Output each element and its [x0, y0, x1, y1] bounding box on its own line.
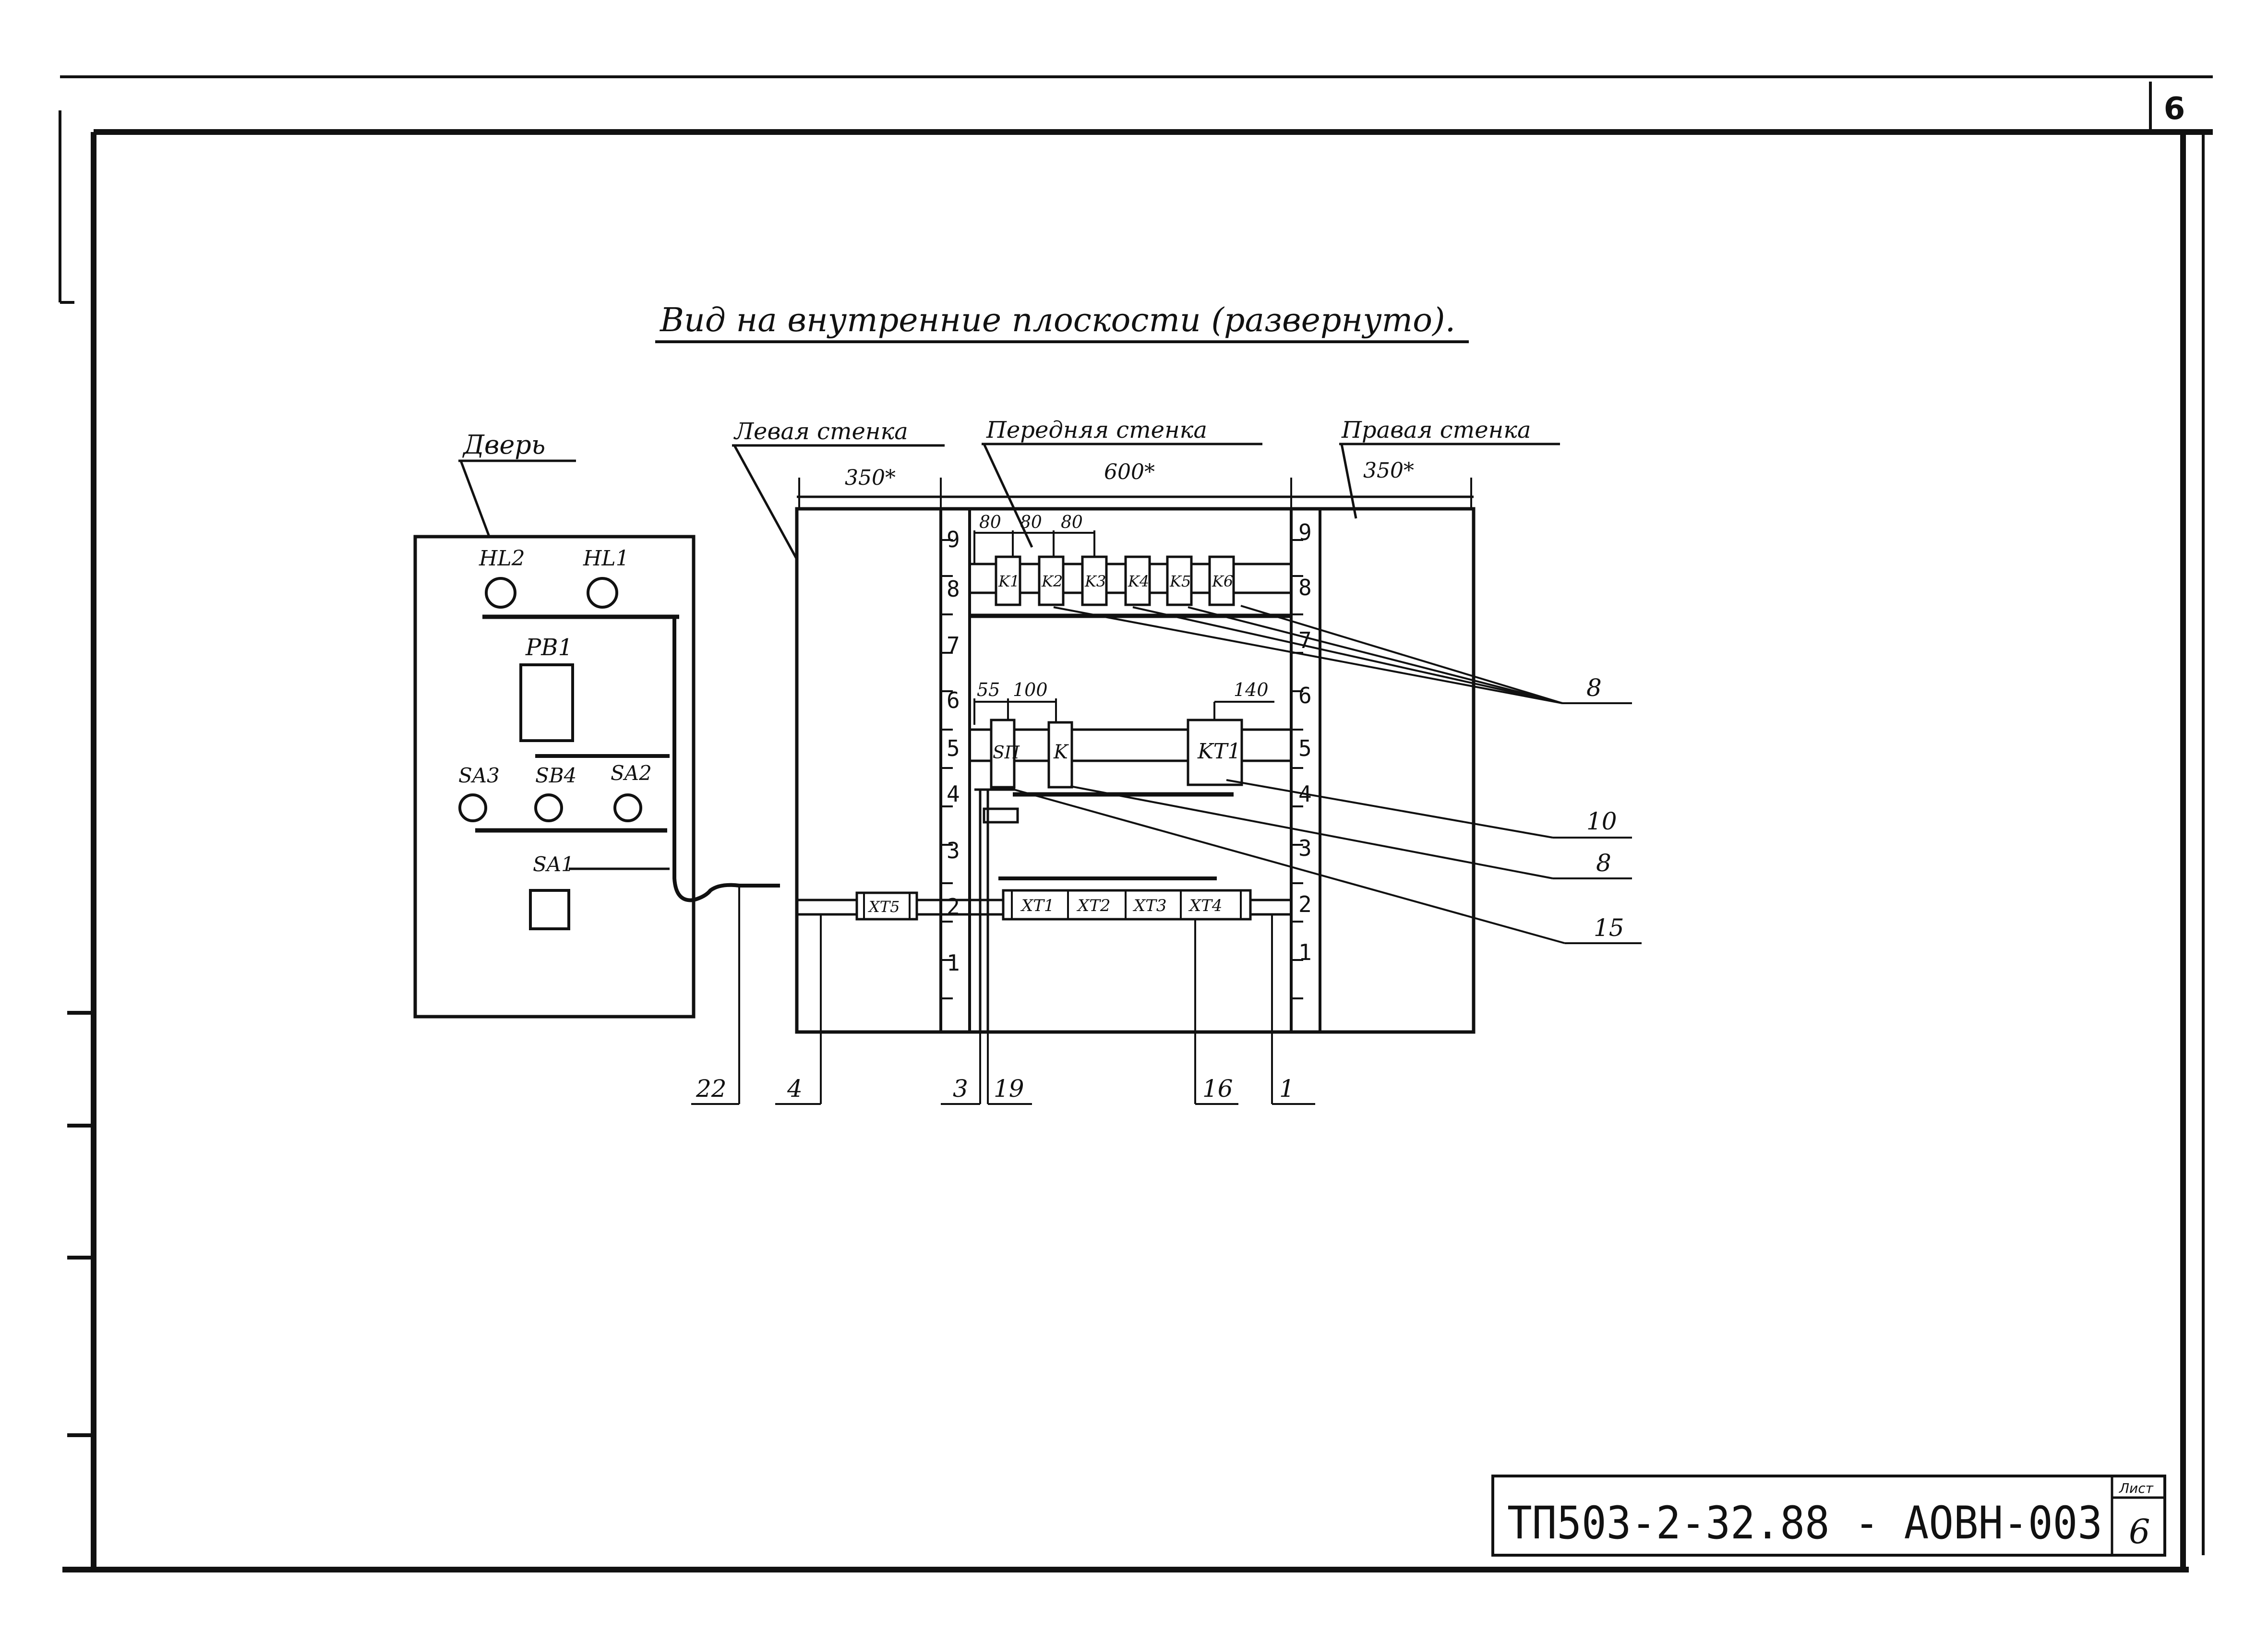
- page-title: Вид на внутренние плоскости (развернуто)…: [659, 301, 1455, 339]
- callouts-right: [1005, 605, 1642, 944]
- door-outline: [413, 535, 696, 1019]
- switch-label-sa2: SA2: [611, 761, 652, 785]
- scale-right-3: 3: [1298, 835, 1312, 861]
- relay-k5: [1166, 555, 1193, 606]
- callout-4: 4: [787, 1075, 803, 1103]
- relay-label-k1: K1: [998, 572, 1020, 590]
- front-wall-label: Передняя стенка: [986, 417, 1207, 444]
- scale-ticks: [941, 539, 1303, 999]
- top-spacing-1: 80: [979, 513, 1001, 532]
- device-k: [1047, 721, 1073, 789]
- small-terminal: [983, 807, 1019, 824]
- mid-spacing-3: 140: [1234, 679, 1269, 700]
- door-panel: Дверь HL2 HL1 PB1 SA3 SB4 SA2 SA1: [413, 430, 780, 1019]
- callout-19: 19: [994, 1075, 1024, 1103]
- relay-k2: [1038, 555, 1065, 606]
- sheet-frame: [59, 75, 2213, 1572]
- terminal-rail: XT5 XT1 XT2 XT3 XT4: [797, 876, 1291, 921]
- mid-spacing-1: 55: [977, 679, 1000, 700]
- relay-k4: [1124, 555, 1151, 606]
- scale-left-7: 7: [947, 632, 960, 658]
- relay-k3: [1081, 555, 1108, 606]
- terminal-label-xt5: XT5: [867, 898, 900, 916]
- callout-16: 16: [1202, 1075, 1233, 1103]
- scale-right-5: 5: [1298, 735, 1312, 761]
- terminal-label-xt4: XT4: [1188, 896, 1223, 915]
- door-label: Дверь: [462, 430, 545, 460]
- device-kt1: [1187, 719, 1243, 786]
- sheet-number: 6: [2129, 1512, 2150, 1551]
- scale-left-6: 6: [947, 687, 960, 713]
- scale-right-8: 8: [1298, 575, 1312, 600]
- callout-8-top: 8: [1586, 674, 1602, 702]
- lamp-hl2: [485, 577, 516, 609]
- scale-left-8: 8: [947, 576, 960, 602]
- title-block: [1491, 1475, 2166, 1557]
- callout-8-mid: 8: [1596, 849, 1611, 877]
- switch-label-sb4: SB4: [535, 764, 576, 787]
- device-sp: [990, 719, 1016, 789]
- middle-rail: 55 100 140 SП K KT1: [970, 679, 1291, 1032]
- scale-right-7: 7: [1298, 627, 1312, 653]
- terminal-label-xt1: XT1: [1020, 896, 1055, 915]
- sheet-label: Лист: [2119, 1480, 2154, 1496]
- scale-right-6: 6: [1298, 683, 1312, 708]
- relay-label-k3: K3: [1084, 572, 1106, 590]
- callout-1: 1: [1279, 1075, 1295, 1103]
- relay-label-k5: K5: [1169, 572, 1191, 590]
- corner-sheet-number: 6: [2164, 91, 2185, 127]
- callout-22: 22: [696, 1075, 727, 1103]
- scale-left-3: 3: [947, 838, 960, 864]
- device-label-sp: SП: [993, 743, 1020, 763]
- relay-k6: [1208, 555, 1235, 606]
- right-wall-width: 350*: [1363, 458, 1414, 483]
- device-label-k: K: [1053, 741, 1069, 763]
- scale-right-1: 1: [1298, 939, 1312, 965]
- right-wall-label: Правая стенка: [1341, 417, 1531, 444]
- scale-right-2: 2: [1298, 891, 1312, 917]
- callouts-bottom: [691, 887, 1315, 1105]
- scale-left-9: 9: [947, 527, 960, 552]
- lamp-hl1: [587, 577, 618, 609]
- relay-label: PB1: [525, 634, 573, 661]
- top-rail: 80 80 80 K1 K2 K3 K4 K5 K6: [970, 513, 1291, 618]
- front-wall-width: 600*: [1104, 460, 1155, 484]
- mid-spacing-2: 100: [1013, 679, 1048, 700]
- relay-label-k4: K4: [1128, 572, 1149, 590]
- scale-right-9: 9: [1298, 519, 1312, 545]
- scale-left-1: 1: [947, 950, 960, 976]
- left-wall-label: Левая стенка: [733, 418, 908, 445]
- terminal-label-xt3: XT3: [1132, 896, 1167, 915]
- lamp-label-hl1: HL1: [583, 546, 629, 571]
- cabinet: Левая стенка Передняя стенка Правая стен…: [732, 417, 1560, 1034]
- terminal-label-xt2: XT2: [1076, 896, 1111, 915]
- main-switch-label: SA1: [533, 852, 574, 876]
- document-code: ТП503-2-32.88 - АОВН-003: [1507, 1497, 2102, 1549]
- switch-sb4: [534, 793, 563, 822]
- main-switch-sa1: [529, 889, 570, 930]
- cabinet-outline: [795, 507, 1476, 1034]
- callout-15: 15: [1594, 914, 1624, 942]
- callout-10: 10: [1586, 807, 1617, 835]
- top-spacing-2: 80: [1020, 513, 1042, 532]
- relay-label-k6: K6: [1212, 572, 1233, 590]
- terminal-block-xt5: [855, 891, 918, 921]
- left-wall-width: 350*: [845, 466, 896, 490]
- scale-left-5: 5: [947, 735, 960, 761]
- relay-k1: [995, 555, 1021, 606]
- switch-label-sa3: SA3: [458, 764, 500, 787]
- terminal-strip: [1002, 889, 1252, 921]
- relay-pb1: [519, 663, 574, 742]
- relay-label-k2: K2: [1041, 572, 1063, 590]
- switch-sa3: [458, 793, 487, 822]
- door-cable: [670, 615, 780, 902]
- scale-left-2: 2: [947, 894, 960, 920]
- top-spacing-3: 80: [1061, 513, 1083, 532]
- lamp-label-hl2: HL2: [479, 546, 525, 571]
- switch-sa2: [613, 793, 642, 822]
- callout-3: 3: [953, 1075, 968, 1103]
- scale-left-4: 4: [947, 781, 960, 807]
- device-label-kt1: KT1: [1197, 739, 1241, 764]
